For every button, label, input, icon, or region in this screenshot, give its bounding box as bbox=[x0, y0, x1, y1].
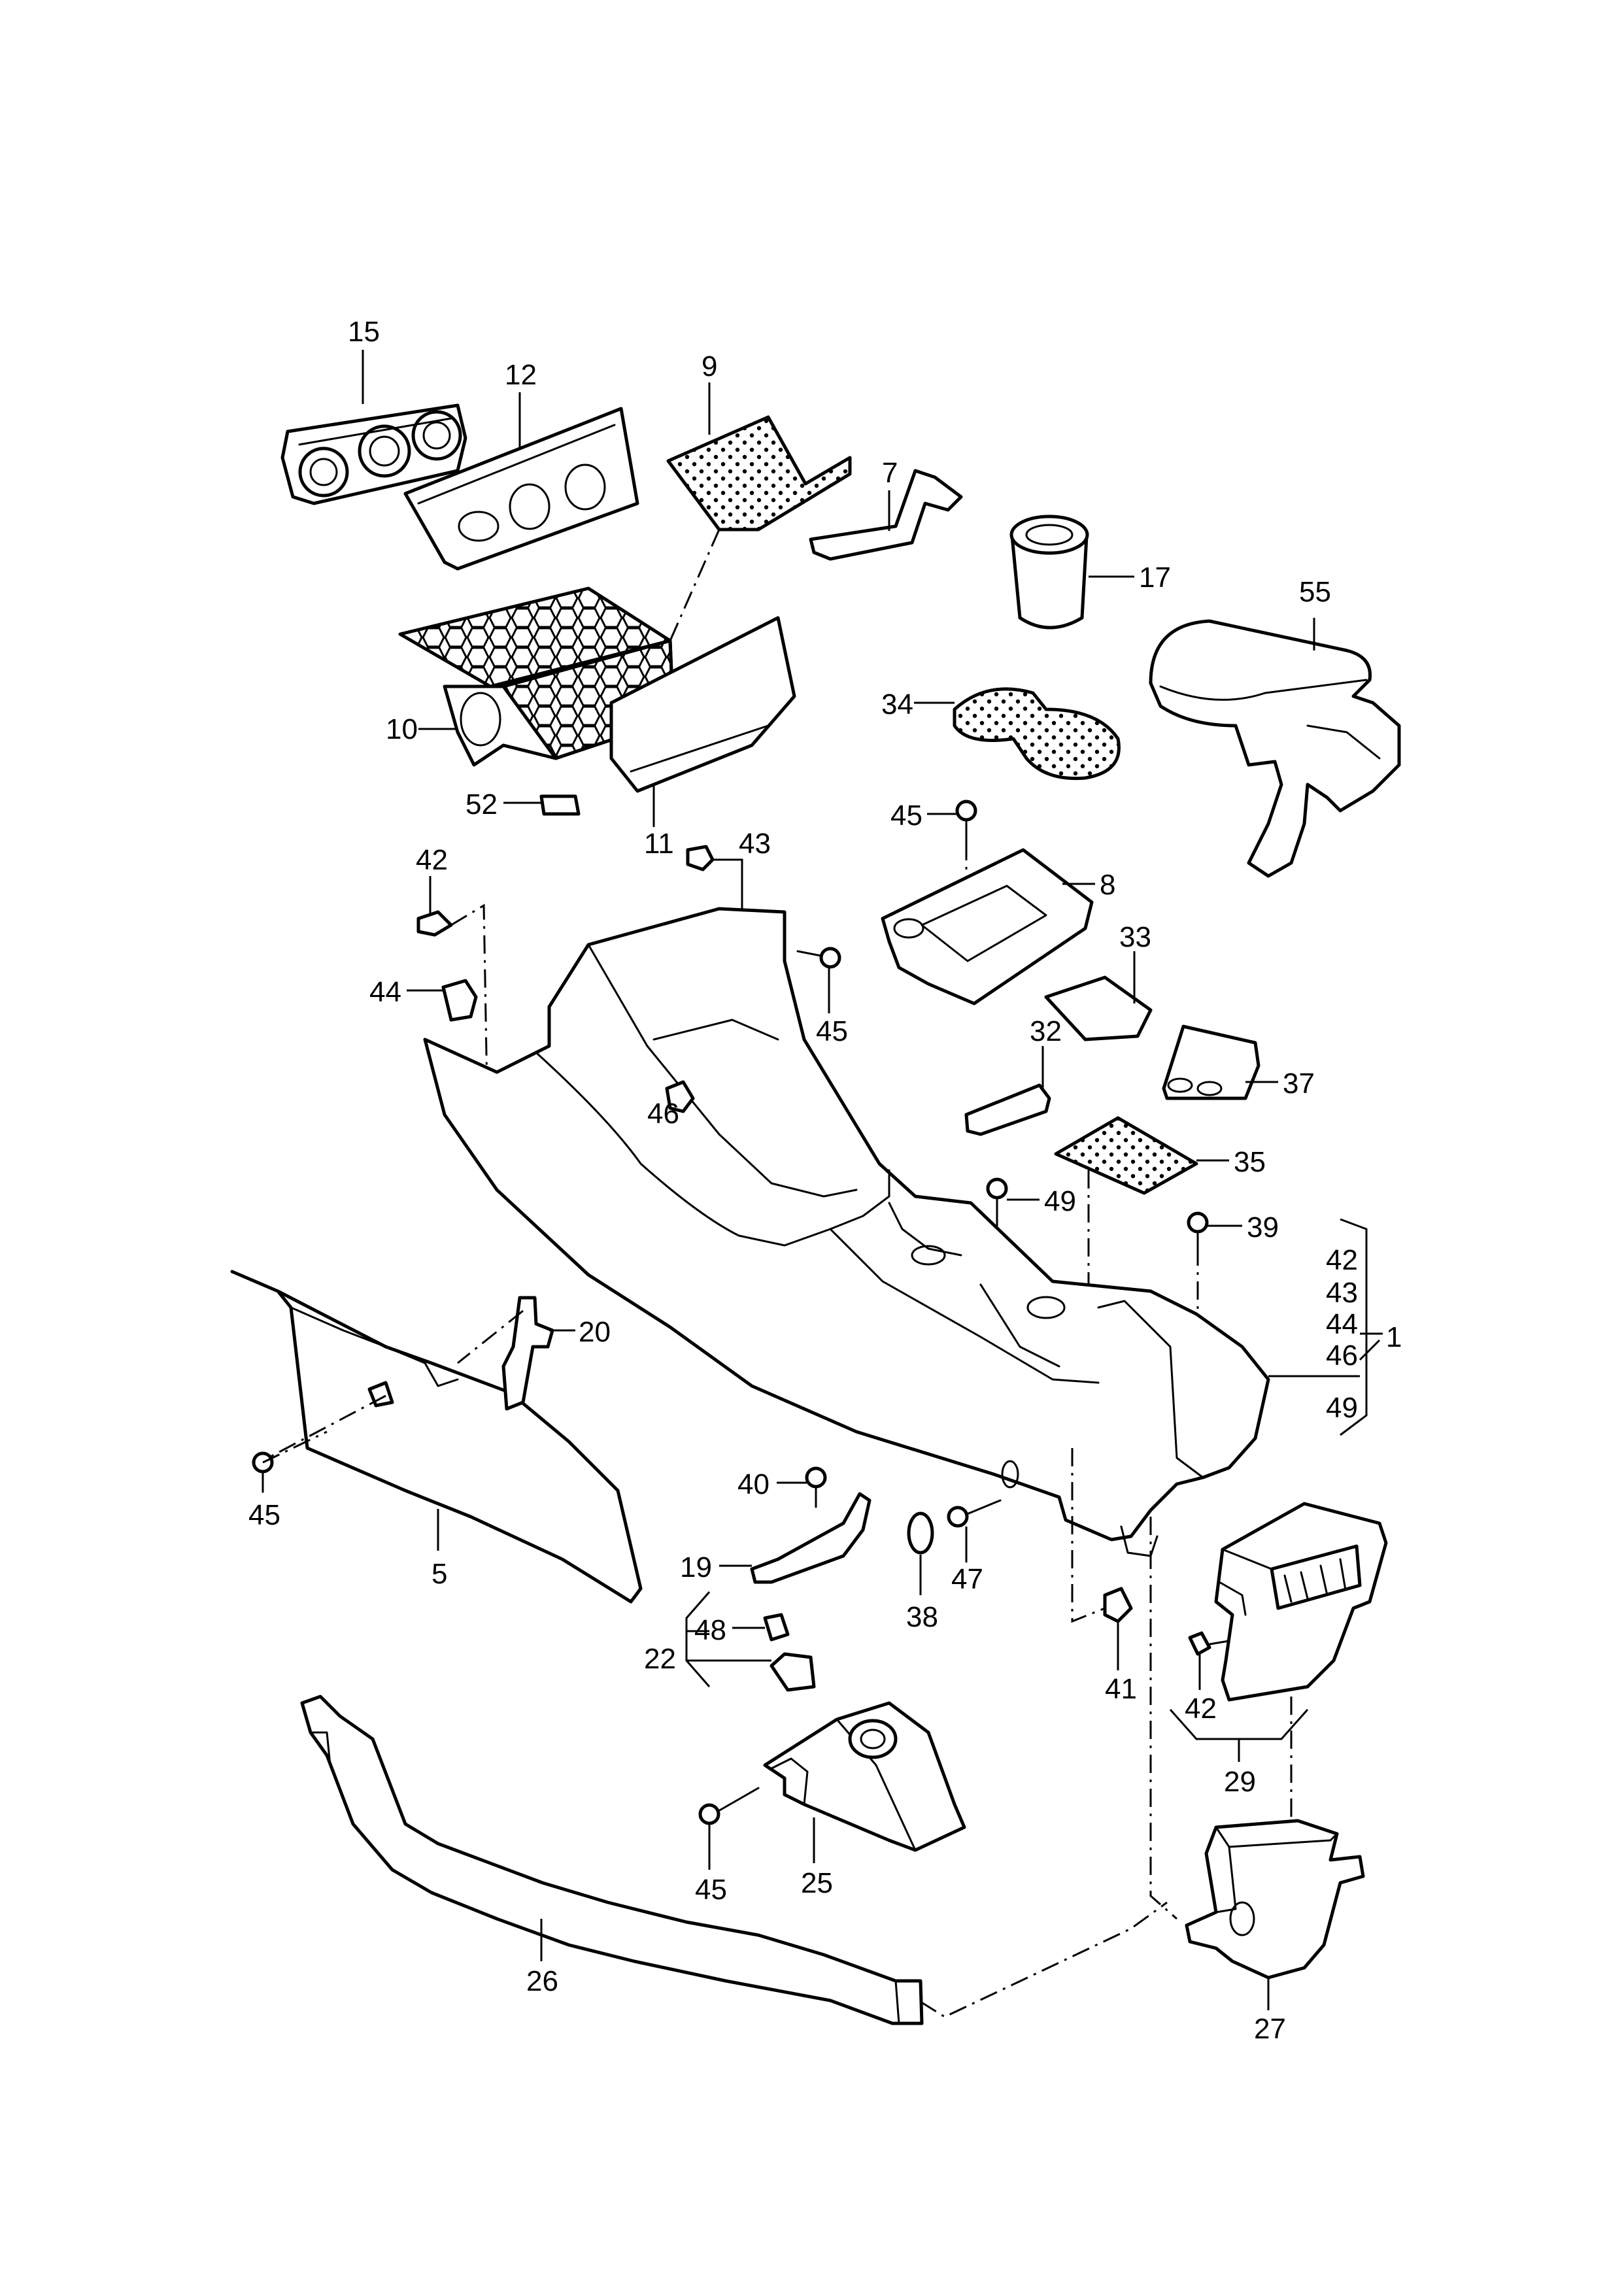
callout-8: 8 bbox=[1100, 869, 1115, 901]
callout-9: 9 bbox=[702, 350, 717, 382]
callout-44-a: 44 bbox=[369, 976, 401, 1008]
part-25-shifter-housing bbox=[763, 1701, 966, 1863]
callout-12: 12 bbox=[505, 359, 537, 391]
callout-25: 25 bbox=[801, 1867, 833, 1899]
callout-45-c: 45 bbox=[248, 1499, 280, 1531]
callout-22: 22 bbox=[644, 1643, 676, 1675]
callout-37: 37 bbox=[1283, 1068, 1315, 1100]
callout-10: 10 bbox=[386, 713, 418, 745]
callout-46-a: 46 bbox=[647, 1098, 679, 1130]
callout-45-d: 45 bbox=[695, 1874, 727, 1906]
part-40-bolt bbox=[777, 1466, 827, 1508]
callout-38: 38 bbox=[906, 1601, 938, 1633]
callout-42-a: 42 bbox=[416, 844, 448, 876]
part-42-clip-a bbox=[416, 876, 488, 1092]
part-8-bezel bbox=[881, 848, 1095, 1005]
part-33-cover bbox=[1044, 951, 1153, 1041]
callout-47: 47 bbox=[951, 1563, 983, 1595]
part-15-climate-control bbox=[280, 350, 467, 505]
callout-42-c: 42 bbox=[1185, 1693, 1217, 1725]
callout-42-b: 42 bbox=[1326, 1244, 1358, 1276]
part-44-clip-a bbox=[407, 979, 478, 1022]
part-32-bracket bbox=[964, 1046, 1051, 1136]
callout-labels: 15 12 9 7 17 55 34 10 52 11 43 45 8 42 4… bbox=[248, 316, 1402, 2045]
part-17-cup bbox=[1009, 515, 1134, 630]
callout-40: 40 bbox=[737, 1468, 770, 1500]
part-41-clip bbox=[1071, 1448, 1133, 1670]
callout-15: 15 bbox=[348, 316, 380, 348]
callout-26: 26 bbox=[526, 1965, 558, 1997]
callout-45-a: 45 bbox=[890, 800, 922, 832]
callout-55: 55 bbox=[1299, 576, 1331, 608]
part-1-console bbox=[423, 907, 1383, 1557]
callout-19: 19 bbox=[680, 1551, 712, 1583]
callout-44-b: 44 bbox=[1326, 1308, 1358, 1340]
part-45-screw-d bbox=[698, 1787, 760, 1870]
part-43-clip bbox=[686, 845, 743, 915]
link-9-10 bbox=[669, 529, 720, 641]
part-45-screw-b bbox=[796, 947, 841, 1013]
callout-39: 39 bbox=[1247, 1211, 1279, 1243]
callout-27: 27 bbox=[1254, 2013, 1286, 2045]
part-37-holder bbox=[1162, 1024, 1278, 1100]
part-45-screw-c bbox=[252, 1430, 328, 1493]
callout-52: 52 bbox=[465, 788, 498, 820]
callout-32: 32 bbox=[1030, 1015, 1062, 1047]
callout-49-b: 49 bbox=[1326, 1392, 1358, 1424]
part-19-bracket bbox=[719, 1492, 871, 1584]
callout-48: 48 bbox=[694, 1614, 726, 1646]
part-34-cup-mat bbox=[914, 687, 1121, 781]
callout-34: 34 bbox=[881, 688, 913, 720]
callout-7: 7 bbox=[882, 457, 898, 489]
part-9-mat bbox=[666, 382, 852, 532]
part-55-armrest bbox=[1149, 618, 1401, 878]
part-12-trim-panel bbox=[403, 392, 639, 571]
callout-49-a: 49 bbox=[1044, 1185, 1076, 1217]
callout-1: 1 bbox=[1386, 1321, 1402, 1353]
callout-43-b: 43 bbox=[1326, 1277, 1358, 1309]
callout-46-b: 46 bbox=[1326, 1340, 1358, 1372]
part-47-screw bbox=[947, 1499, 1002, 1562]
callout-17: 17 bbox=[1139, 562, 1171, 594]
callout-11: 11 bbox=[644, 828, 674, 860]
part-11-lid bbox=[609, 616, 796, 827]
part-29-rear-vent bbox=[1169, 1502, 1388, 1762]
callout-35: 35 bbox=[1234, 1146, 1266, 1178]
part-7-bracket bbox=[809, 469, 963, 561]
part-20-bracket bbox=[457, 1296, 575, 1411]
callout-45-b: 45 bbox=[816, 1015, 848, 1047]
part-52-clip bbox=[503, 794, 581, 816]
callout-29: 29 bbox=[1224, 1766, 1256, 1798]
part-5-side-panel bbox=[230, 1270, 643, 1604]
part-38-plug bbox=[907, 1511, 934, 1595]
callout-43: 43 bbox=[739, 828, 771, 860]
callout-33: 33 bbox=[1119, 921, 1151, 953]
part-22-group bbox=[685, 1591, 816, 1692]
callout-41: 41 bbox=[1105, 1673, 1137, 1705]
callout-5: 5 bbox=[431, 1558, 447, 1590]
part-27-rear-duct bbox=[1149, 1517, 1365, 2010]
part-26-air-duct bbox=[300, 1695, 1168, 2025]
callout-20: 20 bbox=[579, 1316, 611, 1348]
